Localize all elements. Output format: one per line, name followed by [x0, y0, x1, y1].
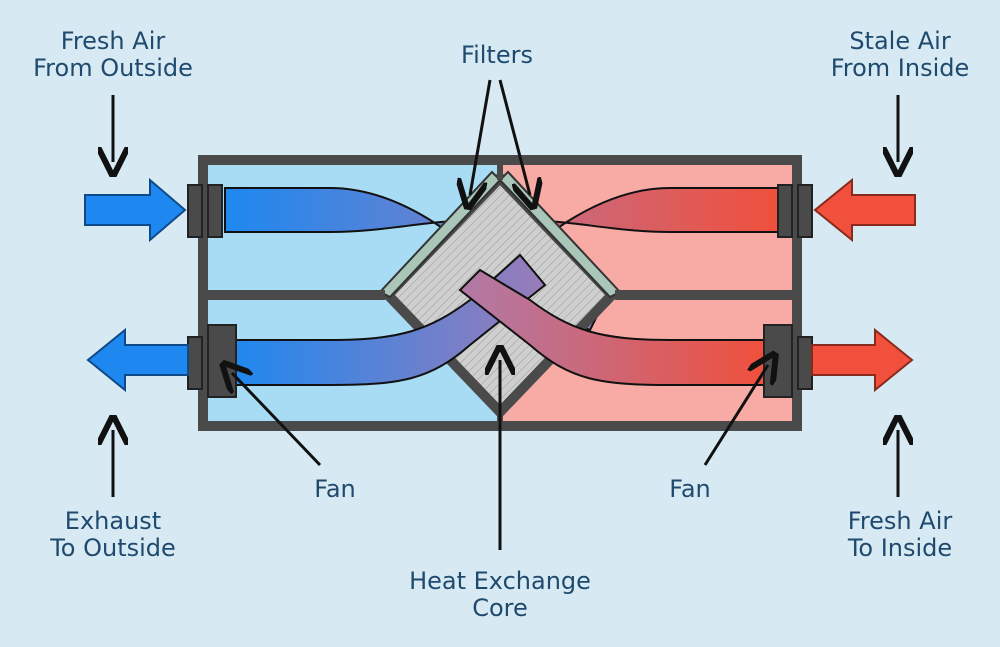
arrow-fan-right: [703, 365, 768, 466]
label-exhaust-1: Exhaust: [65, 507, 161, 535]
fan-right: [763, 324, 793, 398]
port-right-top-inner: [777, 184, 793, 238]
label-core-2: Core: [472, 594, 528, 622]
arrow-filter-left: [470, 79, 492, 195]
label-fan-left: Fan: [314, 475, 356, 503]
label-fresh-out-2: To Inside: [847, 534, 952, 562]
port-left-bottom: [187, 336, 203, 390]
label-exhaust-2: To Outside: [49, 534, 176, 562]
supply-duct: [458, 268, 766, 386]
label-stale-in-2: From Inside: [831, 54, 970, 82]
fresh-air-in-arrow: [84, 177, 187, 243]
fan-left: [207, 324, 237, 398]
port-left-top: [187, 184, 203, 238]
label-fresh-in-2: From Outside: [33, 54, 193, 82]
label-core-1: Heat Exchange: [409, 567, 591, 595]
label-fresh-in-1: Fresh Air: [61, 27, 166, 55]
fresh-air-out-arrow: [811, 327, 914, 393]
stale-air-in-arrow: [813, 177, 916, 243]
port-left-top-inner: [207, 184, 223, 238]
port-right-top: [797, 184, 813, 238]
exhaust-duct: [229, 253, 547, 386]
label-fan-right: Fan: [669, 475, 711, 503]
exhaust-out-arrow: [86, 327, 189, 393]
label-fresh-out-1: Fresh Air: [848, 507, 953, 535]
label-stale-in-1: Stale Air: [849, 27, 951, 55]
port-right-bottom: [797, 336, 813, 390]
arrow-filter-right: [498, 79, 530, 195]
label-filters: Filters: [461, 41, 533, 69]
arrow-fan-left: [232, 373, 322, 467]
